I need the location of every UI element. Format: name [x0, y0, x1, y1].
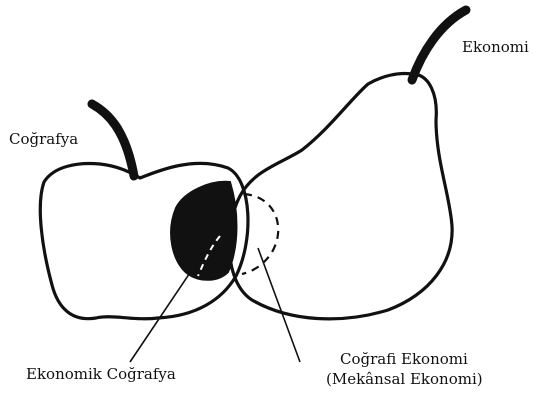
label-cografya: Coğrafya	[9, 130, 78, 148]
label-cografi-ekonomi: Coğrafi Ekonomi	[340, 350, 468, 368]
label-ekonomi: Ekonomi	[462, 38, 529, 56]
pear-shape	[229, 73, 452, 318]
label-ekonomik-cografya: Ekonomik Coğrafya	[26, 365, 176, 383]
label-mekansal-ekonomi: (Mekânsal Ekonomi)	[326, 370, 483, 388]
pear-stem	[412, 10, 466, 80]
pointer-line-ekonomik-cografya	[130, 240, 212, 362]
